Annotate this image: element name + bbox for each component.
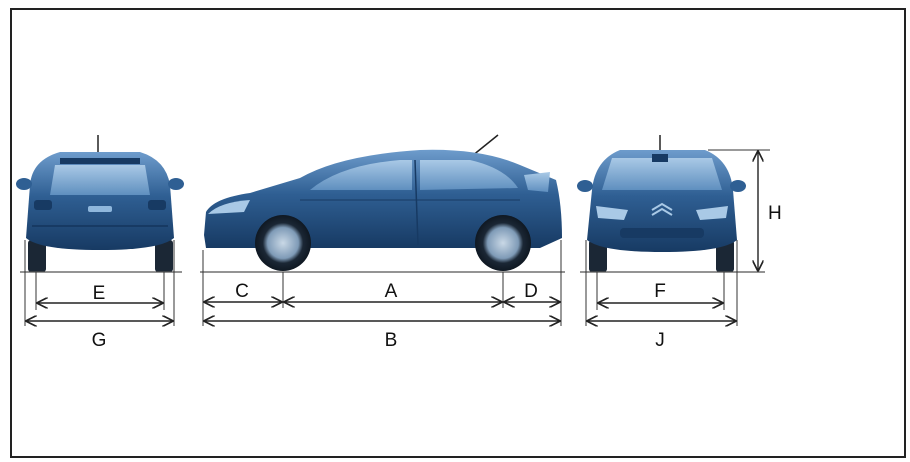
dimension-g-label: G <box>92 330 107 351</box>
dimension-d-label: D <box>524 281 538 302</box>
rear-right-tire <box>155 240 173 272</box>
rear-right-light <box>148 200 166 210</box>
rear-left-light <box>34 200 52 210</box>
front-grille <box>620 228 704 238</box>
rear-left-tire <box>28 240 46 272</box>
door-seam <box>414 159 419 246</box>
left-headlight <box>596 206 628 220</box>
dimension-f-label: F <box>654 281 666 302</box>
dimension-a-label: A <box>385 281 398 302</box>
windscreen <box>602 158 722 190</box>
front-view <box>577 135 746 272</box>
headlight <box>208 200 250 214</box>
quarter-window <box>524 172 550 192</box>
dimension-e-label: E <box>93 283 106 304</box>
rear-wheel <box>475 215 531 271</box>
extension-lines <box>24 149 770 326</box>
left-mirror <box>16 178 32 190</box>
front-right-tire <box>716 240 734 272</box>
front-left-tire <box>589 240 607 272</box>
right-mirror <box>168 178 184 190</box>
left-mirror <box>577 180 593 192</box>
side-view <box>204 134 562 271</box>
right-headlight <box>696 206 728 220</box>
dimension-b-label: B <box>385 330 398 351</box>
antenna <box>471 134 499 157</box>
rear-side-window <box>420 160 518 190</box>
spoiler <box>60 158 140 164</box>
right-mirror <box>730 180 746 192</box>
rear-view-mirror <box>652 154 668 162</box>
front-side-window <box>310 160 412 190</box>
front-wheel <box>255 215 311 271</box>
dimension-h-label: H <box>768 203 782 224</box>
rear-window <box>50 165 150 195</box>
brand-logo <box>651 202 673 211</box>
dimension-c-label: C <box>235 281 249 302</box>
plate <box>88 206 112 212</box>
dimension-j-label: J <box>655 330 665 351</box>
rear-view <box>16 135 184 272</box>
